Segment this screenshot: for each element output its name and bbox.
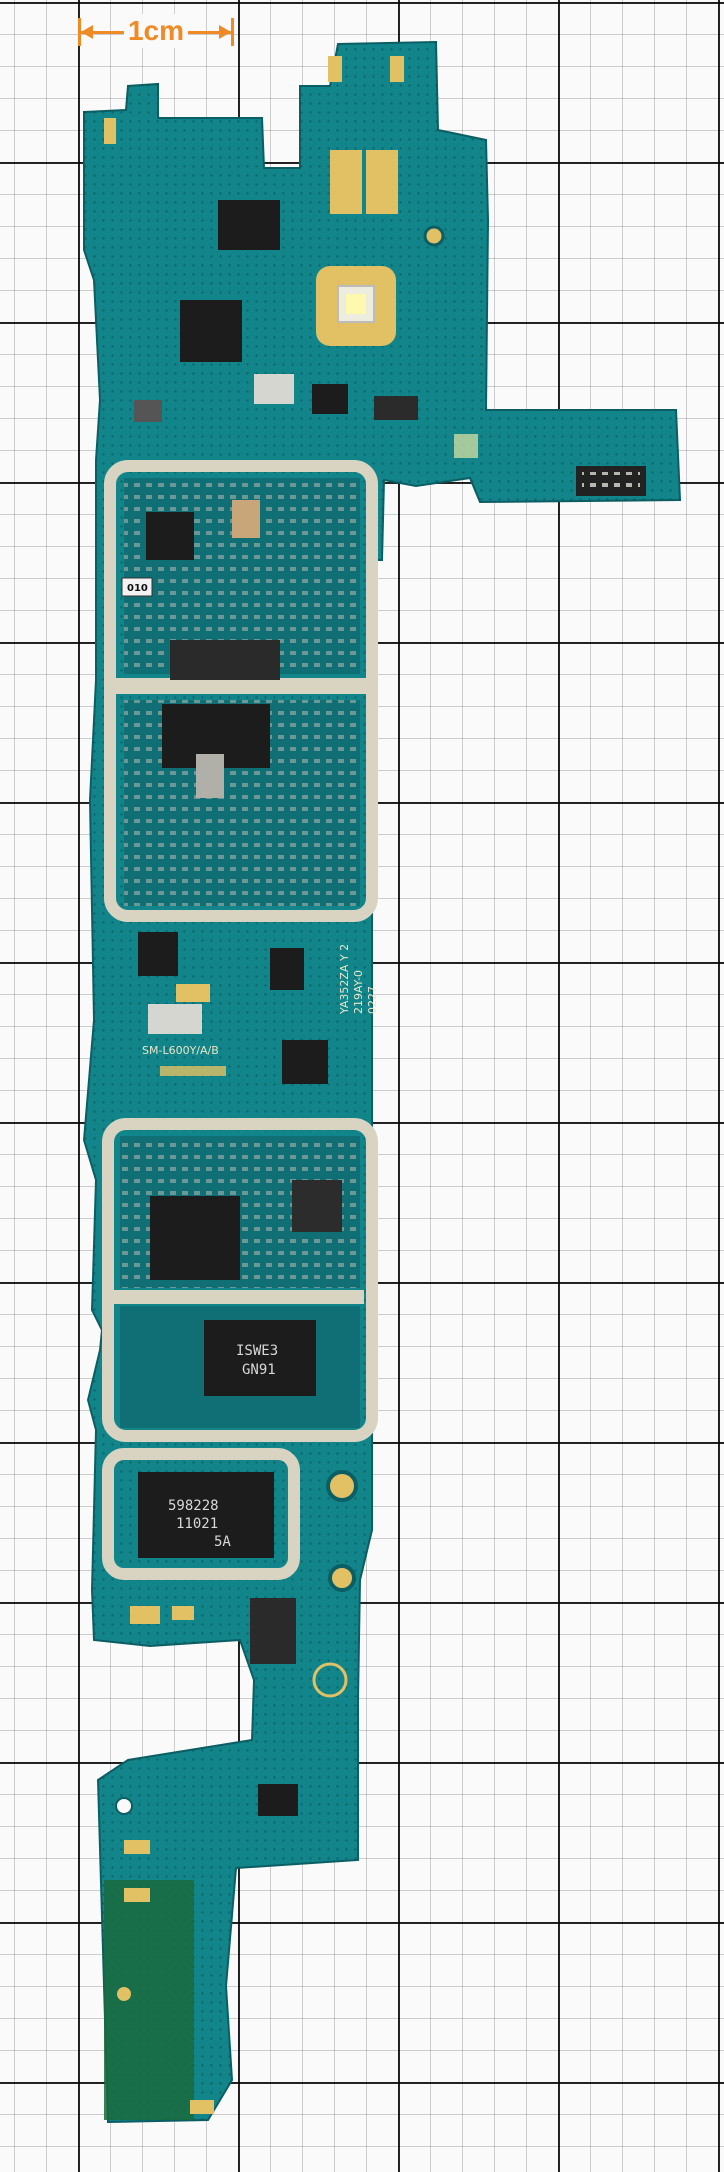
scale-label: 1cm bbox=[123, 14, 189, 48]
board-code-c: 0227 bbox=[366, 986, 379, 1014]
model-silkscreen: SM-L600Y/A/B bbox=[142, 1044, 219, 1057]
shield-lower bbox=[102, 1118, 378, 1442]
top-connector-left bbox=[328, 56, 342, 82]
decorative-logo bbox=[312, 1662, 348, 1698]
chip-mid-a bbox=[138, 932, 178, 976]
shield-tag-box bbox=[121, 577, 153, 597]
scale-bar: 1cm bbox=[78, 14, 234, 50]
top-connector-right bbox=[390, 56, 404, 82]
shield-small bbox=[102, 1448, 300, 1580]
mounting-hole bbox=[115, 1797, 133, 1815]
arrow-left-icon bbox=[81, 25, 93, 39]
chip-a-line2: GN91 bbox=[242, 1362, 276, 1378]
chip-top-large bbox=[180, 300, 242, 362]
chip-top-medium bbox=[254, 374, 294, 404]
chip-lower-a bbox=[204, 1320, 316, 1396]
top-left-connector bbox=[104, 118, 116, 144]
chip-a-line1: ISWE3 bbox=[236, 1343, 278, 1359]
pcb-tail-section bbox=[104, 1880, 194, 2120]
chip-lower-b bbox=[138, 1472, 274, 1558]
antenna-contact-top bbox=[423, 225, 445, 247]
shield-tag: 010 bbox=[127, 583, 148, 594]
scale-tick-left bbox=[78, 18, 81, 46]
antenna-socket-1 bbox=[326, 1470, 358, 1502]
chip-b-line1: 598228 bbox=[168, 1498, 219, 1514]
scale-tick-right bbox=[231, 18, 234, 46]
arrow-right-icon bbox=[219, 25, 231, 39]
board-code-b: 219AY-0 bbox=[352, 970, 365, 1014]
chip-b-line3: 5A bbox=[214, 1534, 231, 1550]
pcb-via-field bbox=[84, 42, 680, 2122]
chip-lower-soc bbox=[150, 1196, 240, 1280]
shield-upper bbox=[104, 460, 378, 922]
antenna-socket-2 bbox=[328, 1564, 356, 1592]
chip-b-line2: 11021 bbox=[176, 1516, 218, 1532]
board-code-a: YA352ZA Y 2 bbox=[338, 944, 351, 1015]
chip-top-small bbox=[218, 200, 280, 250]
